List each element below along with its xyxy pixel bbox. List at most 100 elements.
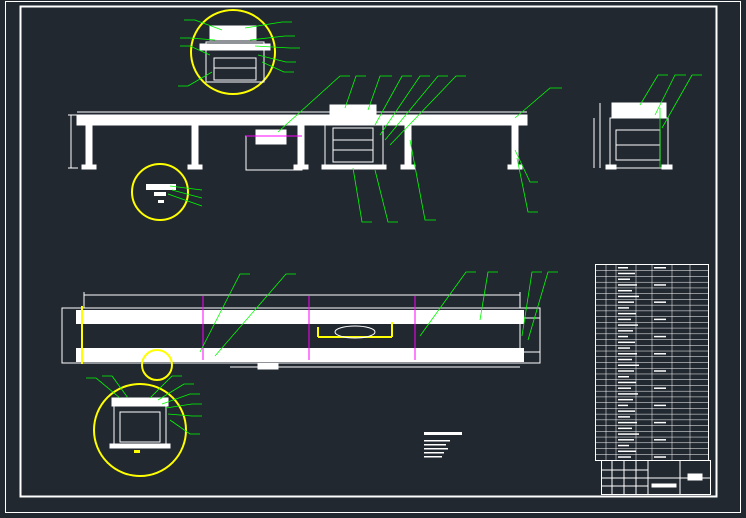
leader-line <box>184 19 223 31</box>
side-foot-right <box>661 164 673 170</box>
detail-circle-upper <box>190 9 276 95</box>
leader-line <box>180 45 211 56</box>
parts-list-entry-mark <box>654 404 666 407</box>
foot <box>400 164 416 170</box>
side-view-leaders <box>639 74 702 168</box>
parts-list-entry-mark <box>618 301 634 303</box>
foot <box>507 164 523 170</box>
detail-upper-frame <box>205 41 265 83</box>
top-view <box>61 292 541 370</box>
top-rail-lower <box>76 348 524 362</box>
parts-list-entry-mark <box>654 439 666 441</box>
leader-line <box>367 75 392 111</box>
parts-list-entry-mark <box>618 307 629 309</box>
notes-line <box>424 444 446 446</box>
leader-line <box>254 45 300 49</box>
outer-drawing-frame <box>5 1 741 513</box>
leader-line <box>419 271 476 337</box>
leader-line <box>167 413 202 417</box>
parts-list-entry-mark <box>654 284 666 286</box>
detail-lower-marker <box>134 450 140 453</box>
detail-lower-inner <box>119 411 161 443</box>
technical-notes <box>424 432 462 458</box>
parts-list-entry-mark <box>618 433 639 435</box>
leader-line <box>261 61 294 73</box>
top-view-leaders <box>199 271 558 357</box>
leg <box>191 124 199 166</box>
conveyor-legs <box>81 124 523 170</box>
parts-list-entry-mark <box>654 301 666 303</box>
conveyor-beam <box>76 114 528 126</box>
parts-list-entry-mark <box>618 393 638 395</box>
foot <box>81 164 97 170</box>
station-head <box>329 104 377 118</box>
leader-line <box>527 271 558 341</box>
leader-line <box>257 54 296 63</box>
leader-line <box>277 75 350 133</box>
parts-list-entry-mark <box>618 398 633 401</box>
leader-line <box>654 74 686 116</box>
drive-wheel <box>334 325 376 339</box>
leg <box>85 124 93 166</box>
parts-list-entry-mark <box>654 353 666 355</box>
parts-list-entry-mark <box>618 375 629 378</box>
detail-upper-inner <box>213 57 257 81</box>
side-head <box>611 102 667 118</box>
leader-line <box>249 35 295 41</box>
parts-list-entry-mark <box>618 370 634 372</box>
leader-line <box>514 149 538 183</box>
front-view <box>68 104 528 171</box>
station-inner <box>332 127 374 163</box>
leader-line <box>178 71 213 87</box>
leader-line <box>374 75 412 126</box>
title-block-name <box>651 483 677 488</box>
parts-list-entry-mark <box>618 324 638 326</box>
parts-list-entry-mark <box>618 439 634 441</box>
leader-line <box>379 75 430 136</box>
side-view <box>593 102 673 170</box>
title-block-logo <box>687 473 703 481</box>
front-view-leaders <box>277 75 562 223</box>
leader-line <box>374 169 398 223</box>
leader-line <box>102 375 129 399</box>
notes-line <box>424 448 448 450</box>
parts-list-entry-mark <box>654 456 666 458</box>
detail-marker-circle <box>141 349 173 381</box>
detail-small-part <box>158 200 164 203</box>
top-end-block <box>519 317 541 353</box>
leader-line <box>149 375 182 399</box>
notes-line <box>424 440 450 442</box>
parts-list-entry-mark <box>654 318 666 321</box>
leader-line <box>157 383 194 401</box>
parts-list-entry-mark <box>654 267 666 269</box>
parts-list-entry-mark <box>618 456 631 458</box>
parts-list-rows <box>596 265 708 460</box>
leader-line <box>165 403 202 409</box>
notes-line <box>424 456 442 458</box>
parts-list-entry-mark <box>618 341 635 344</box>
inner-drawing-frame <box>19 5 718 498</box>
parts-list-entry-mark <box>618 267 628 269</box>
title-block <box>601 460 711 495</box>
detail-view-upper <box>178 9 300 95</box>
parts-list-entry-mark <box>618 421 637 424</box>
parts-list-entry-mark <box>618 427 632 430</box>
leader-line <box>521 271 542 337</box>
parts-list-entry-mark <box>618 410 635 412</box>
parts-list-entry-mark <box>618 312 636 315</box>
parts-list-entry-mark <box>618 330 633 332</box>
leader-line <box>344 75 366 109</box>
parts-list-entry-mark <box>618 272 635 275</box>
detail-upper-bar <box>199 43 271 51</box>
parts-list-entry-mark <box>618 404 628 407</box>
parts-list-entry-mark <box>618 353 637 355</box>
parts-list <box>595 264 709 461</box>
detail-small-part <box>146 184 176 190</box>
parts-list-entry-mark <box>618 318 631 321</box>
leader-line <box>169 185 203 191</box>
parts-list-entry-mark <box>654 387 666 389</box>
parts-list-entry-mark <box>654 421 666 424</box>
leader-line <box>384 75 448 141</box>
roller-pocket <box>90 324 198 348</box>
